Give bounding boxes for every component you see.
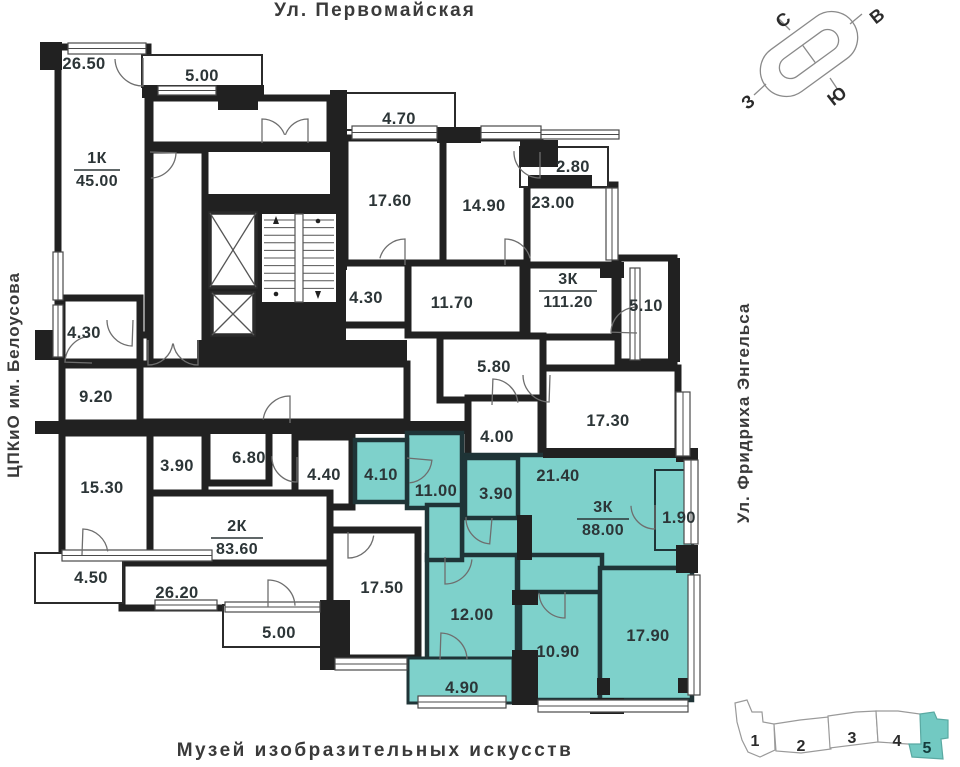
room-area-label: 12.00: [450, 606, 493, 624]
section-number-1[interactable]: 1: [751, 733, 760, 750]
apartment-area-label: 83.60: [216, 541, 258, 558]
room-area-label: 4.30: [349, 289, 383, 307]
section-2[interactable]: [773, 716, 832, 754]
room-area-label: 2.80: [556, 158, 590, 176]
section-selector: 1 2 3 4 5: [734, 699, 949, 760]
apartment-area-label: 111.20: [543, 294, 593, 311]
compass-south: Ю: [824, 82, 851, 109]
section-number-2[interactable]: 2: [797, 738, 806, 755]
room-area-label: 11.70: [431, 294, 473, 312]
room-area-label: 11.00: [415, 482, 457, 500]
room-area-label: 1.90: [662, 509, 696, 527]
room-area-label: 4.90: [445, 679, 479, 697]
room-area-label: 10.90: [536, 643, 579, 661]
room-area-label: 4.10: [364, 466, 398, 484]
room-area-label: 4.40: [307, 466, 341, 484]
room-area-label: 26.50: [62, 55, 105, 73]
apartment-name-label: 1К: [87, 150, 106, 167]
section-number-4[interactable]: 4: [893, 733, 902, 750]
room-area-label: 17.50: [360, 579, 403, 597]
apartment-area-label: 88.00: [582, 522, 624, 539]
windows: [52, 42, 701, 713]
room-area-label: 23.00: [531, 194, 574, 212]
apartment-area-label: 45.00: [76, 173, 118, 190]
room-area-label: 4.70: [382, 110, 416, 128]
room-area-label: 17.30: [586, 412, 629, 430]
doors: [64, 58, 656, 661]
room-area-label: 6.80: [232, 449, 266, 467]
apartment-name-label: 3К: [593, 499, 612, 516]
room-labels: 26.50 5.00 4.70 17.60 14.90 2.80 23.00 4.30 11.7…: [62, 55, 696, 697]
room-area-label: 17.60: [368, 192, 411, 210]
room-area-label: 3.90: [160, 457, 194, 475]
apartment-name-label: 2К: [227, 518, 246, 535]
room-area-label: 4.30: [67, 324, 101, 342]
room-area-label: 14.90: [462, 197, 505, 215]
section-number-5[interactable]: 5: [923, 740, 932, 757]
room-area-label: 5.00: [262, 624, 296, 642]
room-area-label: 17.90: [626, 627, 669, 645]
section-number-3[interactable]: 3: [848, 730, 857, 747]
room-area-label: 26.20: [155, 584, 198, 602]
room-area-label: 5.10: [629, 297, 663, 315]
compass-north: С: [772, 8, 795, 32]
stairs-and-elevators: [208, 210, 340, 337]
street-label-bottom: Музей изобразительных искусств: [176, 740, 574, 761]
street-label-top: Ул. Первомайская: [274, 0, 476, 21]
section-5-active[interactable]: [908, 711, 949, 760]
room-area-label: 4.50: [74, 569, 108, 587]
apartment-name-label: 3К: [558, 271, 577, 288]
compass-east: В: [866, 4, 889, 28]
room-area-label: 3.90: [479, 485, 513, 503]
room-area-label: 21.40: [536, 467, 579, 485]
room-area-label: 4.00: [480, 428, 514, 446]
room-area-label: 5.80: [477, 358, 511, 376]
room-area-label: 9.20: [79, 388, 113, 406]
room-area-label: 5.00: [185, 67, 219, 85]
compass: С В З Ю: [737, 4, 889, 113]
room-area-label: 15.30: [80, 479, 123, 497]
